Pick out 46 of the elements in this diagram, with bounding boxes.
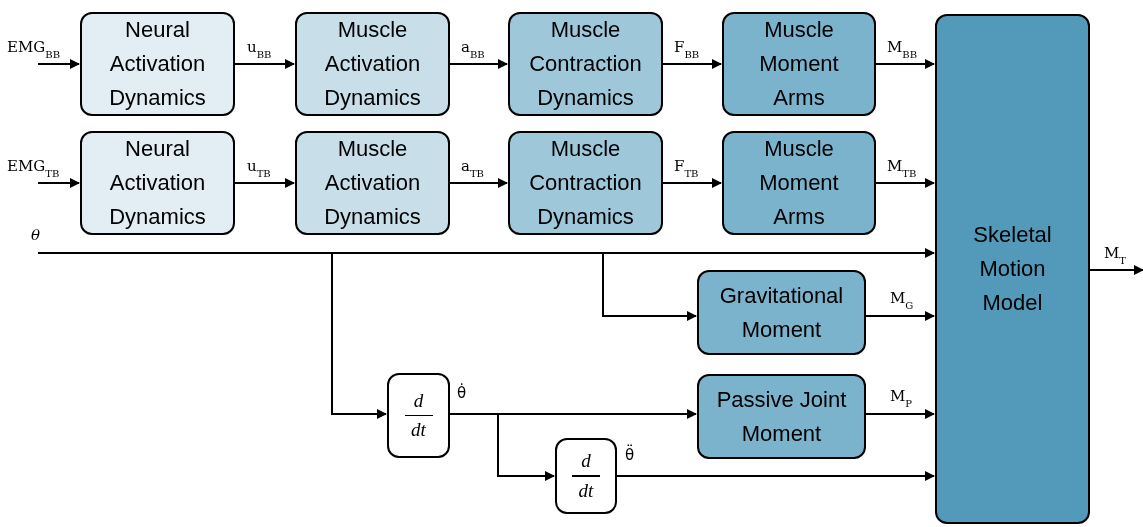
arrow bbox=[616, 471, 935, 481]
arrow bbox=[37, 248, 935, 258]
box-label: Muscle Contraction Dynamics bbox=[528, 16, 643, 112]
process-box bbox=[697, 270, 866, 355]
process-box bbox=[722, 131, 876, 235]
box-label: Muscle Activation Dynamics bbox=[323, 16, 422, 112]
derivative-box bbox=[555, 438, 617, 514]
box-label: Neural Activation Dynamics bbox=[108, 135, 207, 231]
arrow bbox=[875, 178, 935, 188]
arrow bbox=[449, 413, 555, 481]
box-label: Passive Joint Moment bbox=[715, 385, 848, 448]
arrow bbox=[234, 59, 295, 69]
arrow bbox=[37, 178, 80, 188]
box-label: Muscle Moment Arms bbox=[758, 16, 840, 112]
box-label: Muscle Moment Arms bbox=[758, 135, 840, 231]
derivative-text: d bbox=[413, 389, 424, 412]
arrow bbox=[331, 252, 387, 419]
process-box bbox=[508, 12, 663, 116]
box-label: Skeletal Motion Model bbox=[972, 221, 1053, 317]
box-label: Muscle Contraction Dynamics bbox=[528, 135, 643, 231]
arrow bbox=[865, 409, 935, 419]
arrow bbox=[449, 178, 508, 188]
arrow bbox=[449, 59, 508, 69]
box-label: Neural Activation Dynamics bbox=[108, 16, 207, 112]
process-box bbox=[295, 12, 450, 116]
process-box bbox=[722, 12, 876, 116]
process-box bbox=[508, 131, 663, 235]
process-box bbox=[935, 14, 1090, 524]
process-box bbox=[697, 374, 866, 459]
derivative-box bbox=[387, 373, 450, 458]
derivative-text: dt bbox=[411, 419, 426, 442]
arrow bbox=[37, 59, 80, 69]
process-box bbox=[80, 12, 235, 116]
arrow bbox=[865, 311, 935, 321]
derivative-text: dt bbox=[578, 479, 594, 502]
box-label: Muscle Activation Dynamics bbox=[323, 135, 422, 231]
arrow bbox=[234, 178, 295, 188]
process-box bbox=[80, 131, 235, 235]
arrow bbox=[1089, 265, 1143, 275]
arrow bbox=[602, 252, 697, 321]
arrow bbox=[662, 178, 722, 188]
arrow bbox=[662, 59, 722, 69]
box-label: Gravitational Moment bbox=[718, 281, 845, 344]
arrow bbox=[875, 59, 935, 69]
process-box bbox=[295, 131, 450, 235]
derivative-text: d bbox=[581, 450, 591, 473]
